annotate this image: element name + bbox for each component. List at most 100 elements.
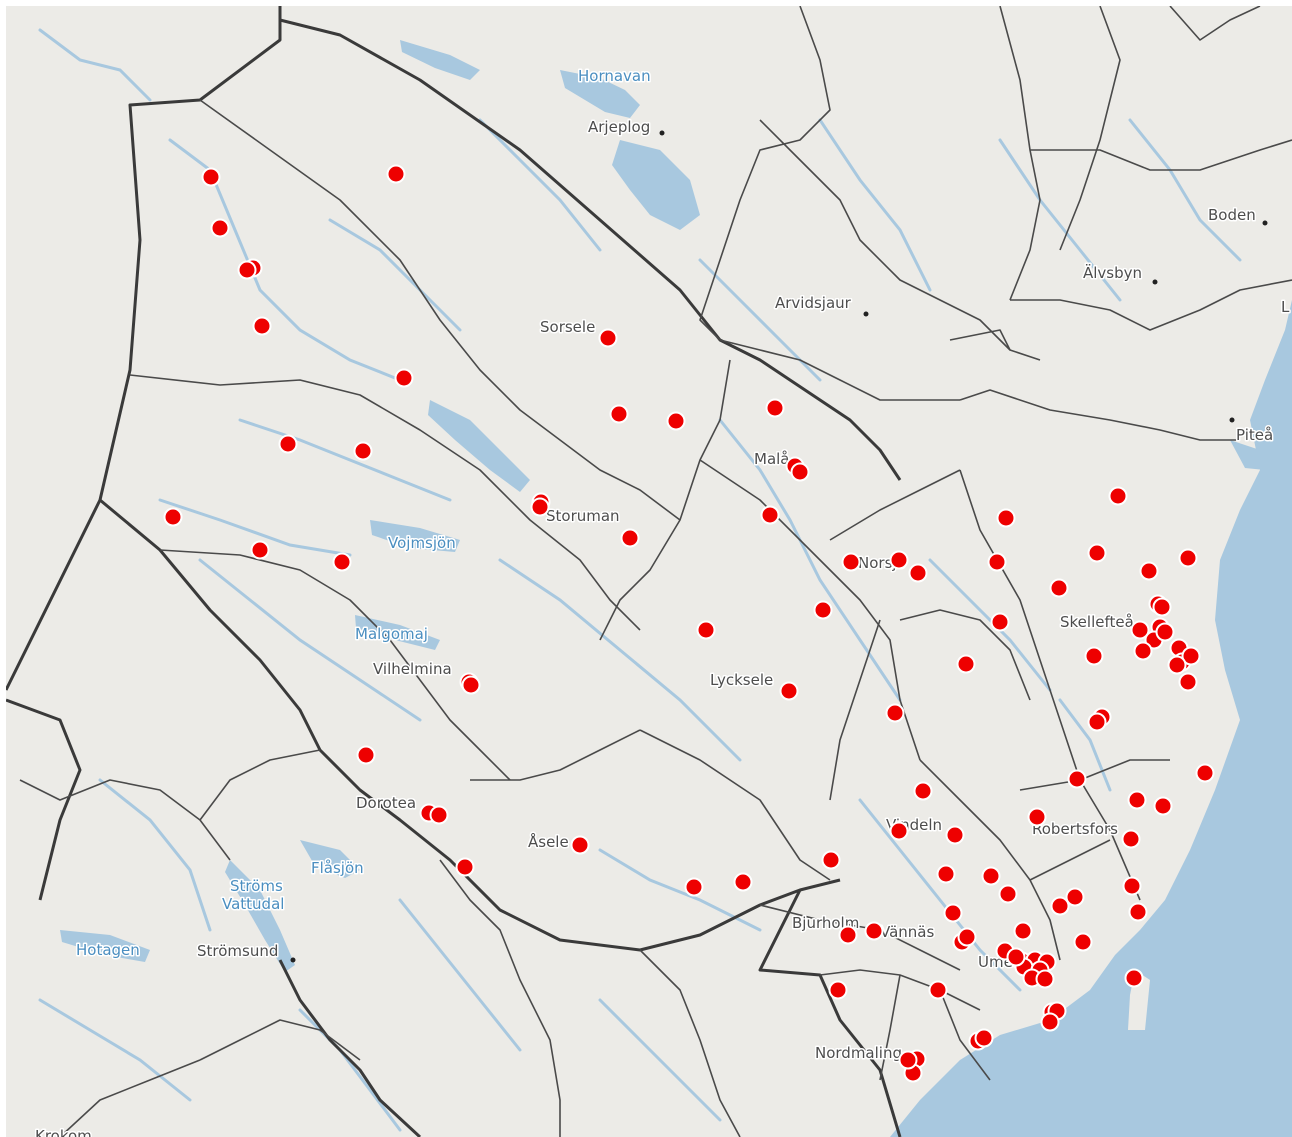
observation-marker[interactable]: [1049, 578, 1069, 598]
observation-marker[interactable]: [1178, 672, 1198, 692]
observation-marker[interactable]: [1124, 968, 1144, 988]
observation-marker[interactable]: [1127, 790, 1147, 810]
observation-marker[interactable]: [885, 703, 905, 723]
observation-marker[interactable]: [889, 821, 909, 841]
observation-marker[interactable]: [936, 864, 956, 884]
observation-marker[interactable]: [889, 550, 909, 570]
observation-marker[interactable]: [530, 497, 550, 517]
lakes: [60, 40, 1265, 972]
observation-marker[interactable]: [974, 1028, 994, 1048]
observation-marker[interactable]: [765, 398, 785, 418]
observation-marker[interactable]: [981, 866, 1001, 886]
observation-marker[interactable]: [828, 980, 848, 1000]
observation-marker[interactable]: [620, 528, 640, 548]
observation-marker[interactable]: [1040, 1012, 1060, 1032]
observation-marker[interactable]: [666, 411, 686, 431]
observation-marker[interactable]: [1121, 829, 1141, 849]
observation-marker[interactable]: [898, 1050, 918, 1070]
town-label-mala: Malå: [754, 450, 790, 468]
observation-marker[interactable]: [790, 462, 810, 482]
observation-marker[interactable]: [908, 563, 928, 583]
observation-marker[interactable]: [1050, 896, 1070, 916]
observation-marker[interactable]: [957, 927, 977, 947]
town-point-boden: [1262, 220, 1268, 226]
observation-marker[interactable]: [1087, 712, 1107, 732]
town-label-skelleftea: Skellefteå: [1060, 613, 1134, 631]
observation-marker[interactable]: [461, 675, 481, 695]
observation-marker[interactable]: [913, 781, 933, 801]
lake-label-vattudal: Vattudal: [222, 895, 284, 913]
observation-marker[interactable]: [356, 745, 376, 765]
observation-marker[interactable]: [252, 316, 272, 336]
observation-marker[interactable]: [332, 552, 352, 572]
observation-marker[interactable]: [998, 884, 1018, 904]
observation-marker[interactable]: [1108, 486, 1128, 506]
town-point-stromsund: [290, 957, 296, 963]
observation-marker[interactable]: [1195, 763, 1215, 783]
observation-marker[interactable]: [386, 164, 406, 184]
observation-marker[interactable]: [864, 921, 884, 941]
observation-marker[interactable]: [684, 877, 704, 897]
observation-marker[interactable]: [821, 850, 841, 870]
observation-marker[interactable]: [394, 368, 414, 388]
observation-marker[interactable]: [570, 835, 590, 855]
lake-stroms-vattudal: [225, 860, 295, 972]
observation-marker[interactable]: [1006, 947, 1026, 967]
observation-marker[interactable]: [990, 612, 1010, 632]
observation-marker[interactable]: [1167, 655, 1187, 675]
observation-marker[interactable]: [943, 903, 963, 923]
observation-marker[interactable]: [1152, 597, 1172, 617]
town-label-lycksele: Lycksele: [710, 671, 773, 689]
observation-marker[interactable]: [928, 980, 948, 1000]
observation-marker[interactable]: [1065, 887, 1085, 907]
observation-marker[interactable]: [1073, 932, 1093, 952]
observation-marker[interactable]: [278, 434, 298, 454]
lake-label-vojmsjon: Vojmsjön: [388, 534, 456, 552]
observation-marker[interactable]: [1130, 620, 1150, 640]
observation-marker[interactable]: [987, 552, 1007, 572]
observation-marker[interactable]: [250, 540, 270, 560]
observation-marker[interactable]: [838, 925, 858, 945]
observation-marker[interactable]: [956, 654, 976, 674]
town-label-vannas: Vännäs: [880, 923, 934, 941]
lake-label-malgomaj: Malgomaj: [355, 625, 428, 643]
observation-marker[interactable]: [1087, 543, 1107, 563]
observation-marker[interactable]: [1155, 622, 1175, 642]
observation-marker[interactable]: [598, 328, 618, 348]
observation-marker[interactable]: [760, 505, 780, 525]
observation-marker[interactable]: [210, 218, 230, 238]
observation-marker[interactable]: [1027, 807, 1047, 827]
town-point-alvsbyn: [1152, 279, 1158, 285]
observation-marker[interactable]: [1181, 646, 1201, 666]
town-label-sorsele: Sorsele: [540, 318, 595, 336]
observation-marker[interactable]: [1133, 641, 1153, 661]
observation-marker[interactable]: [609, 404, 629, 424]
observation-marker[interactable]: [163, 507, 183, 527]
town-point-pitea: [1229, 417, 1235, 423]
observation-marker[interactable]: [779, 681, 799, 701]
observation-marker[interactable]: [353, 441, 373, 461]
observation-marker[interactable]: [1122, 876, 1142, 896]
observation-marker[interactable]: [996, 508, 1016, 528]
observation-marker[interactable]: [455, 857, 475, 877]
observation-marker[interactable]: [1128, 902, 1148, 922]
observation-marker[interactable]: [1067, 769, 1087, 789]
observation-marker[interactable]: [733, 872, 753, 892]
observation-marker[interactable]: [1178, 548, 1198, 568]
town-label-stromsund: Strömsund: [197, 942, 278, 960]
observation-marker[interactable]: [201, 167, 221, 187]
observation-marker[interactable]: [945, 825, 965, 845]
observation-marker[interactable]: [1084, 646, 1104, 666]
observation-marker[interactable]: [1153, 796, 1173, 816]
town-label-asele: Åsele: [528, 832, 569, 851]
observation-marker[interactable]: [1013, 921, 1033, 941]
observation-marker[interactable]: [429, 805, 449, 825]
observation-marker[interactable]: [237, 260, 257, 280]
observation-marker[interactable]: [813, 600, 833, 620]
observation-marker[interactable]: [696, 620, 716, 640]
town-label-robertsfors: Robertsfors: [1032, 820, 1118, 838]
observation-marker[interactable]: [841, 552, 861, 572]
observation-marker[interactable]: [1139, 561, 1159, 581]
observation-marker[interactable]: [1035, 969, 1055, 989]
